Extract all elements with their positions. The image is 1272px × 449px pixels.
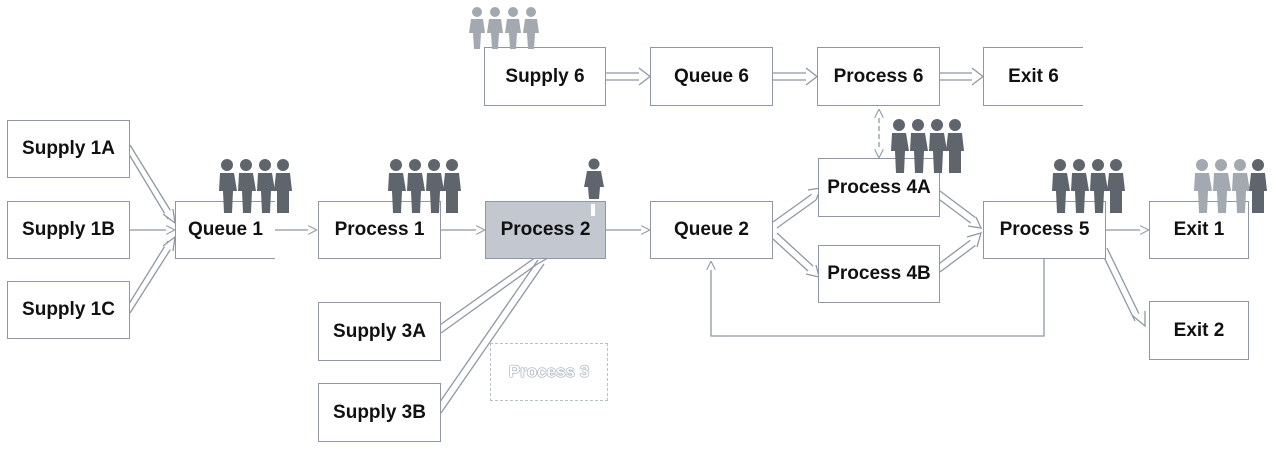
link-process6-exit6[interactable]: [940, 67, 985, 86]
node-process-4b[interactable]: Process 4B: [818, 245, 940, 303]
link-queue2-process4b[interactable]: [772, 232, 820, 278]
node-process-6[interactable]: Process 6: [817, 47, 940, 106]
people-group-icon: [1194, 159, 1267, 213]
link-supply3b-process2[interactable]: [434, 259, 545, 414]
node-exit-2[interactable]: Exit 2: [1149, 301, 1249, 360]
link-process5-queue2-loop[interactable]: [711, 258, 1045, 337]
person-icon: [584, 158, 604, 199]
node-supply-3a[interactable]: Supply 3A: [318, 302, 441, 361]
people-group-icon: [469, 7, 539, 49]
node-queue-2[interactable]: Queue 2: [650, 201, 773, 259]
node-process-5[interactable]: Process 5: [983, 201, 1106, 259]
node-supply-1c[interactable]: Supply 1C: [7, 281, 130, 339]
node-supply-1a[interactable]: Supply 1A: [7, 120, 130, 178]
link-supply6-queue6[interactable]: [606, 67, 652, 86]
link-queue2-process4a[interactable]: [772, 187, 823, 229]
link-process4a-process5[interactable]: [935, 190, 983, 229]
node-supply-3b[interactable]: Supply 3B: [318, 383, 441, 442]
node-supply-6[interactable]: Supply 6: [484, 47, 606, 106]
people-group-icon: [1052, 159, 1125, 213]
node-process-2[interactable]: Process 2: [485, 201, 606, 259]
node-supply-1b[interactable]: Supply 1B: [7, 201, 130, 259]
node-process-3[interactable]: Process 3: [490, 343, 608, 401]
node-process-1[interactable]: Process 1: [318, 201, 441, 259]
link-queue6-process6[interactable]: [773, 67, 819, 86]
selection-handle[interactable]: [591, 204, 595, 216]
link-supply1c-queue1[interactable]: [126, 235, 176, 314]
node-exit-6[interactable]: Exit 6: [983, 47, 1083, 106]
people-group-icon: [388, 159, 461, 213]
link-supply1a-queue1[interactable]: [126, 144, 176, 225]
node-queue-6[interactable]: Queue 6: [650, 47, 773, 106]
link-process5-exit2[interactable]: [1100, 247, 1146, 328]
people-group-icon: [891, 119, 964, 173]
people-group-icon: [219, 159, 292, 213]
node-process-4a[interactable]: Process 4A: [818, 158, 940, 217]
link-process4b-process5[interactable]: [935, 232, 982, 273]
link-supply3a-process2[interactable]: [436, 252, 548, 334]
